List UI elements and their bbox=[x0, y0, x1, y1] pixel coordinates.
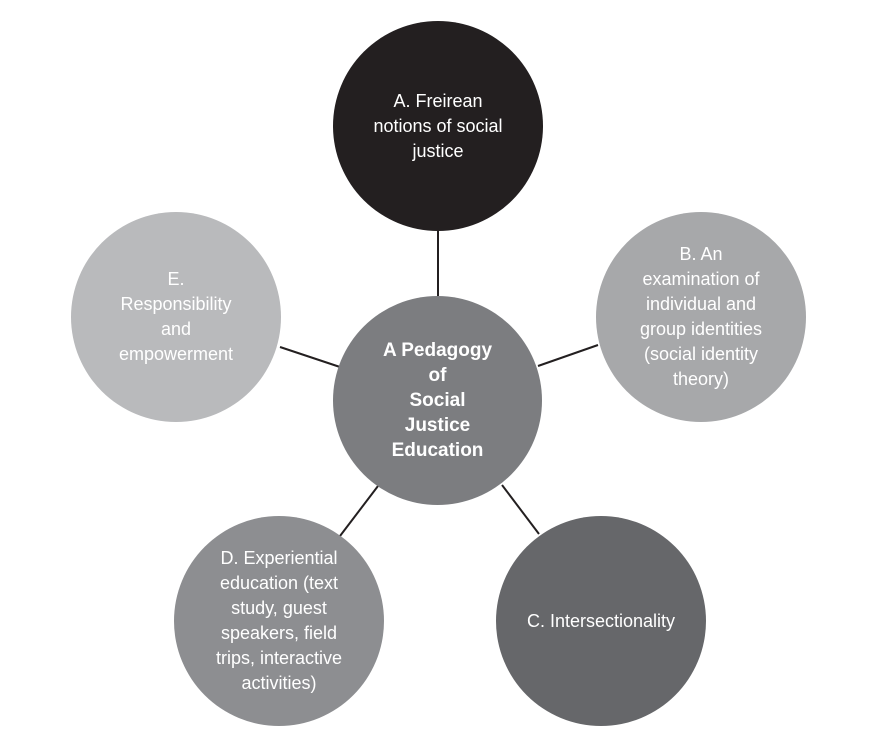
node-c-label: C. Intersectionality bbox=[526, 610, 676, 631]
node-a-label: A. Freirean notions of social justice bbox=[373, 90, 503, 161]
node-b-identities: B. An examination of individual and grou… bbox=[596, 212, 806, 422]
node-center-label: A Pedagogy of Social Justice Education bbox=[382, 340, 493, 461]
connector-center-to-b bbox=[537, 344, 599, 367]
node-a-freirean-notions: A. Freirean notions of social justice bbox=[333, 21, 543, 231]
node-d-experiential-education: D. Experiential education (text study, g… bbox=[174, 516, 384, 726]
connector-center-to-e bbox=[279, 346, 341, 368]
connector-center-to-c bbox=[501, 484, 540, 535]
node-center-pedagogy: A Pedagogy of Social Justice Education bbox=[333, 296, 542, 505]
node-e-label: E. Responsibility and empowerment bbox=[118, 269, 234, 364]
connector-center-to-d bbox=[339, 485, 379, 537]
node-e-responsibility: E. Responsibility and empowerment bbox=[71, 212, 281, 422]
node-c-intersectionality: C. Intersectionality bbox=[496, 516, 706, 726]
node-b-label: B. An examination of individual and grou… bbox=[639, 244, 763, 389]
node-d-label: D. Experiential education (text study, g… bbox=[215, 548, 343, 693]
